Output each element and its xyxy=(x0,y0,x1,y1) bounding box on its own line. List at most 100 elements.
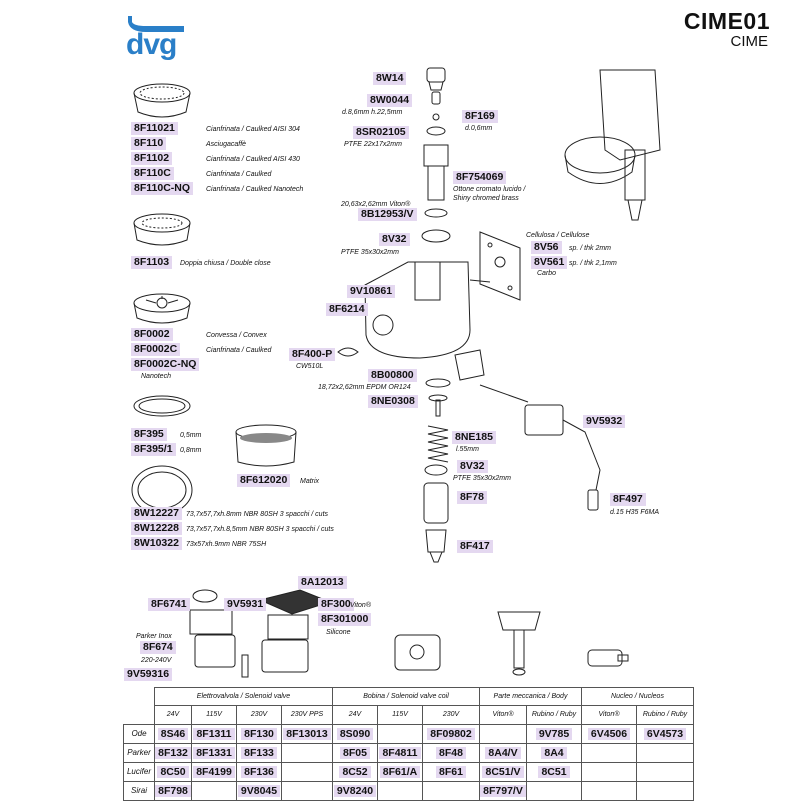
cell-code: 8C52 xyxy=(339,765,371,778)
part-code-8W0044: 8W0044 xyxy=(367,94,413,107)
cell-code: 8F13013 xyxy=(283,727,331,740)
subheader: 230V xyxy=(236,705,282,725)
part-desc-8SR02105: PTFE 22x17x2mm xyxy=(344,141,402,148)
spring-icon xyxy=(427,425,449,463)
table-cell: 8F48 xyxy=(422,742,480,763)
double-close-filter-icon xyxy=(133,213,191,246)
solenoid-coil-icon xyxy=(394,634,441,671)
part-code-8V32-upper: 8V32 xyxy=(379,233,410,246)
part-desc-8V561: sp. / thk 2,1mm xyxy=(569,260,617,267)
part-code-8W12228: 8W12228 xyxy=(131,522,182,535)
filter-gasket-icon xyxy=(133,395,191,417)
part-code-8F78: 8F78 xyxy=(457,491,487,504)
shower-holder-icon xyxy=(423,482,449,524)
part-code-9V5931: 9V5931 xyxy=(224,598,267,611)
part-desc-8F497: d.15 H35 F6MA xyxy=(610,509,660,516)
part-desc-8F1103: Doppia chiusa / Double close xyxy=(180,260,271,267)
part-code-8F110: 8F110 xyxy=(131,137,167,150)
part-code-8F0002C-NQ: 8F0002C-NQ xyxy=(131,358,200,371)
part-code-8F0002C: 8F0002C xyxy=(131,343,181,356)
part-desc-8W10322: 73x57xh.9mm NBR 75SH xyxy=(186,541,267,548)
part-desc-8F674: 220-240V xyxy=(141,657,172,664)
part-code-8V32-lower: 8V32 xyxy=(457,460,488,473)
part-desc-8V32-lower: PTFE 35x30x2mm xyxy=(453,475,511,482)
table-cell: 8F09802 xyxy=(422,723,480,744)
part-code-8B12953-V: 8B12953/V xyxy=(358,208,417,221)
table-cell: 8A4 xyxy=(526,742,582,763)
table-cell: 8F05 xyxy=(332,742,378,763)
page-title: CIME01 xyxy=(683,8,770,34)
table-row: Sirai 8F798 9V8045 9V8240 8F797/V xyxy=(123,780,694,801)
table-cell: 9V8240 xyxy=(332,780,378,801)
part-desc-8F169: d.0,6mm xyxy=(465,125,493,132)
part-code-8F301000: 8F301000 xyxy=(318,613,372,626)
table-row: Ode 8S46 8F1311 8F130 8F13013 8S090 8F09… xyxy=(123,723,694,744)
ptfe-gasket-lower-icon xyxy=(424,464,448,476)
gasket-note-carbo: Carbo xyxy=(537,270,557,277)
cell-code: 9V8045 xyxy=(237,784,281,797)
part-code-8F395-1: 8F395/1 xyxy=(131,443,176,456)
row-label: Parker xyxy=(123,742,155,763)
part-desc-8F110: Asciugacaffè xyxy=(206,141,247,148)
cell-code: 8F132 xyxy=(155,746,191,759)
part-code-8NE0308: 8NE0308 xyxy=(368,395,418,408)
table-cell-empty xyxy=(191,780,237,801)
table-row: Parker 8F132 8F1331 8F133 8F05 8F4811 8F… xyxy=(123,742,694,763)
table-cell: 8C51 xyxy=(526,761,582,782)
subheader: 230V xyxy=(422,705,480,725)
table-cell: 8F4199 xyxy=(191,761,237,782)
part-desc-8V56: sp. / thk 2mm xyxy=(569,245,612,252)
nozzle-icon xyxy=(425,529,447,563)
table-cell: 8F136 xyxy=(236,761,282,782)
part-code-8F400-P: 8F400-P xyxy=(289,348,336,361)
group-header: Elettrovalvola / Solenoid valve xyxy=(154,687,333,706)
group-header: Bobina / Solenoid valve coil xyxy=(332,687,480,706)
table-cell: 8F61 xyxy=(422,761,480,782)
table-cell: 8F797/V xyxy=(479,780,527,801)
table-cell: 8F798 xyxy=(154,780,192,801)
part-code-8A12013: 8A12013 xyxy=(298,576,347,589)
table-cell: 8F133 xyxy=(236,742,282,763)
nucleus-icon xyxy=(587,649,629,667)
part-code-8F417: 8F417 xyxy=(457,540,493,553)
part-desc-8F11021: Cianfrinata / Caulked AISI 304 xyxy=(206,126,300,133)
group-head-icon xyxy=(564,69,661,221)
row-label: Ode xyxy=(123,723,155,744)
table-cell-empty xyxy=(281,761,333,782)
part-code-8F6214: 8F6214 xyxy=(326,303,368,316)
epdm-oring-icon xyxy=(425,378,451,388)
convex-filter-icon xyxy=(133,293,191,324)
cell-code: 8C50 xyxy=(157,765,189,778)
part-desc-8F0002C: Cianfrinata / Caulked xyxy=(206,347,272,354)
ptfe-washer-icon xyxy=(426,126,446,136)
table-cell: 8A4/V xyxy=(479,742,527,763)
table-cell: 9V8045 xyxy=(236,780,282,801)
part-code-9V5932: 9V5932 xyxy=(583,415,626,428)
gasket-note-cellulosa: Cellulosa / Cellulose xyxy=(526,232,590,239)
part-code-8NE185: 8NE185 xyxy=(452,431,496,444)
cell-code: 8F797/V xyxy=(480,784,526,797)
cell-code: 8F798 xyxy=(155,784,191,797)
part-code-8W14: 8W14 xyxy=(373,72,407,85)
table-cell: 8F1311 xyxy=(191,723,237,744)
parker-valve-icon xyxy=(189,589,249,678)
part-code-8F1103: 8F1103 xyxy=(131,256,173,269)
part-desc-8V32-upper: PTFE 35x30x2mm xyxy=(341,249,399,256)
part-desc-8F400-P: CW510L xyxy=(296,363,324,370)
cell-code: 8F61 xyxy=(436,765,466,778)
tap-logo-icon xyxy=(128,16,184,32)
row-label: Sirai xyxy=(123,780,155,801)
part-desc-8F110C-NQ: Cianfrinata / Caulked Nanotech xyxy=(206,186,304,193)
table-cell: 8S090 xyxy=(332,723,378,744)
table-cell: 8C51/V xyxy=(479,761,527,782)
cell-code: 8F61/A xyxy=(379,765,421,778)
table-cell-empty xyxy=(636,780,694,801)
cell-code: 8F48 xyxy=(436,746,466,759)
cell-code: 8F133 xyxy=(241,746,277,759)
part-desc-8B12953-V: 20,63x2,62mm Viton® xyxy=(341,201,411,208)
part-code-8F395: 8F395 xyxy=(131,428,167,441)
oring-icon xyxy=(424,208,448,218)
part-code-8W12227: 8W12227 xyxy=(131,507,182,520)
logo-text: dvg xyxy=(126,28,177,61)
part-code-8V56: 8V56 xyxy=(531,241,562,254)
